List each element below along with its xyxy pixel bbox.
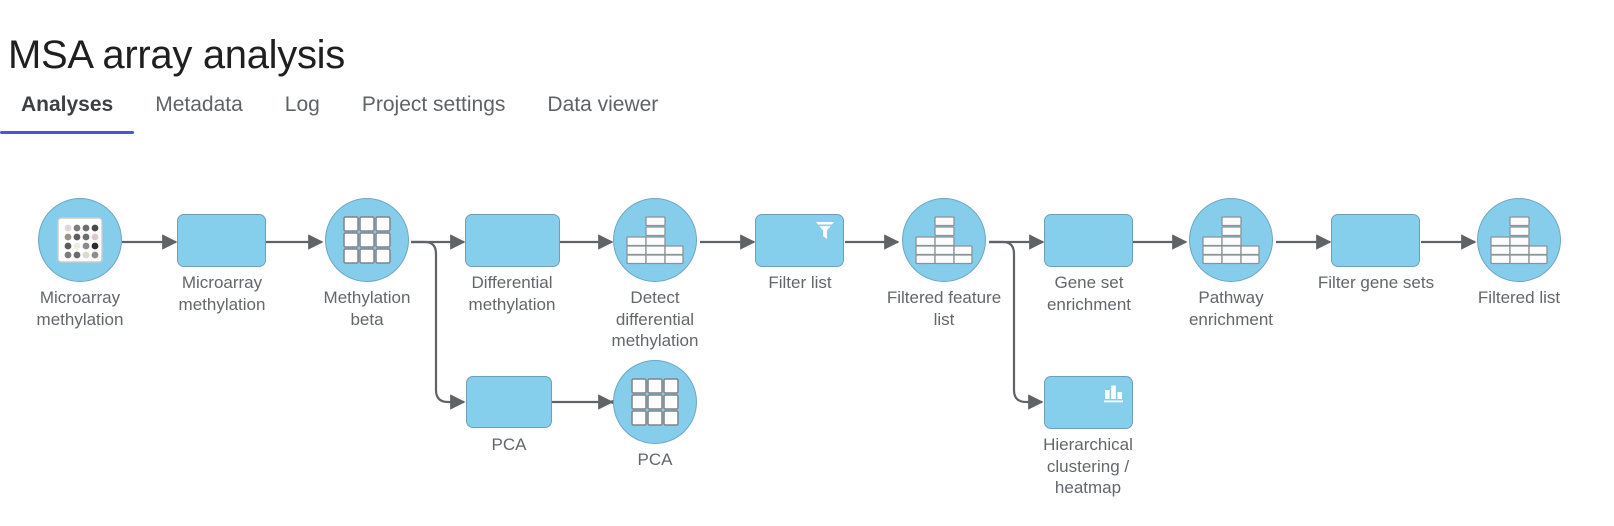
tab-log[interactable]: Log	[264, 88, 341, 122]
tab-project-settings[interactable]: Project settings	[341, 88, 527, 122]
node-gene-set-enrichment-tool[interactable]	[1044, 214, 1133, 267]
tab-project-settings-label: Project settings	[361, 93, 506, 116]
tab-metadata[interactable]: Metadata	[134, 88, 264, 122]
tab-log-label: Log	[284, 93, 320, 116]
node-microarray-methylation-data[interactable]	[38, 198, 122, 282]
tab-analyses[interactable]: Analyses	[0, 88, 135, 134]
tab-bar: Analyses Metadata Log Project settings D…	[0, 88, 1614, 140]
node-filtered-list[interactable]	[1477, 198, 1561, 282]
bar-chart-icon	[1104, 385, 1123, 403]
node-filter-list-tool[interactable]	[755, 214, 844, 267]
microarray-dots-icon	[57, 217, 103, 263]
node-pathway-enrichment[interactable]	[1189, 198, 1273, 282]
node-filter-gene-sets-tool[interactable]	[1331, 214, 1420, 267]
node-filtered-feature-list[interactable]	[902, 198, 986, 282]
tab-metadata-label: Metadata	[155, 93, 243, 116]
feature-list-icon	[1202, 216, 1260, 265]
workflow-diagram: Microarray methylation Microarray methyl…	[0, 155, 1614, 526]
feature-list-icon	[626, 216, 684, 265]
node-pca-data[interactable]	[613, 360, 697, 444]
funnel-icon	[816, 222, 834, 239]
feature-list-icon	[915, 216, 973, 265]
tab-data-viewer-label: Data viewer	[547, 93, 659, 116]
node-hierarchical-clustering-tool[interactable]	[1044, 376, 1133, 429]
feature-list-icon	[1490, 216, 1548, 265]
tab-active-underline	[0, 131, 135, 134]
workflow-connectors	[122, 234, 1477, 410]
page-title: MSA array analysis	[8, 32, 345, 77]
node-methylation-beta[interactable]	[325, 198, 409, 282]
tab-analyses-label: Analyses	[21, 93, 114, 116]
edge-n7-n14	[989, 240, 1044, 410]
node-differential-methylation-tool[interactable]	[465, 214, 560, 267]
grid-squares-icon	[631, 378, 679, 426]
tab-data-viewer[interactable]: Data viewer	[526, 88, 679, 122]
grid-squares-icon	[343, 216, 391, 264]
node-microarray-methylation-tool[interactable]	[177, 214, 266, 267]
node-pca-tool[interactable]	[466, 376, 552, 428]
node-detect-differential-methylation[interactable]	[613, 198, 697, 282]
edge-n3-n12	[411, 240, 466, 410]
